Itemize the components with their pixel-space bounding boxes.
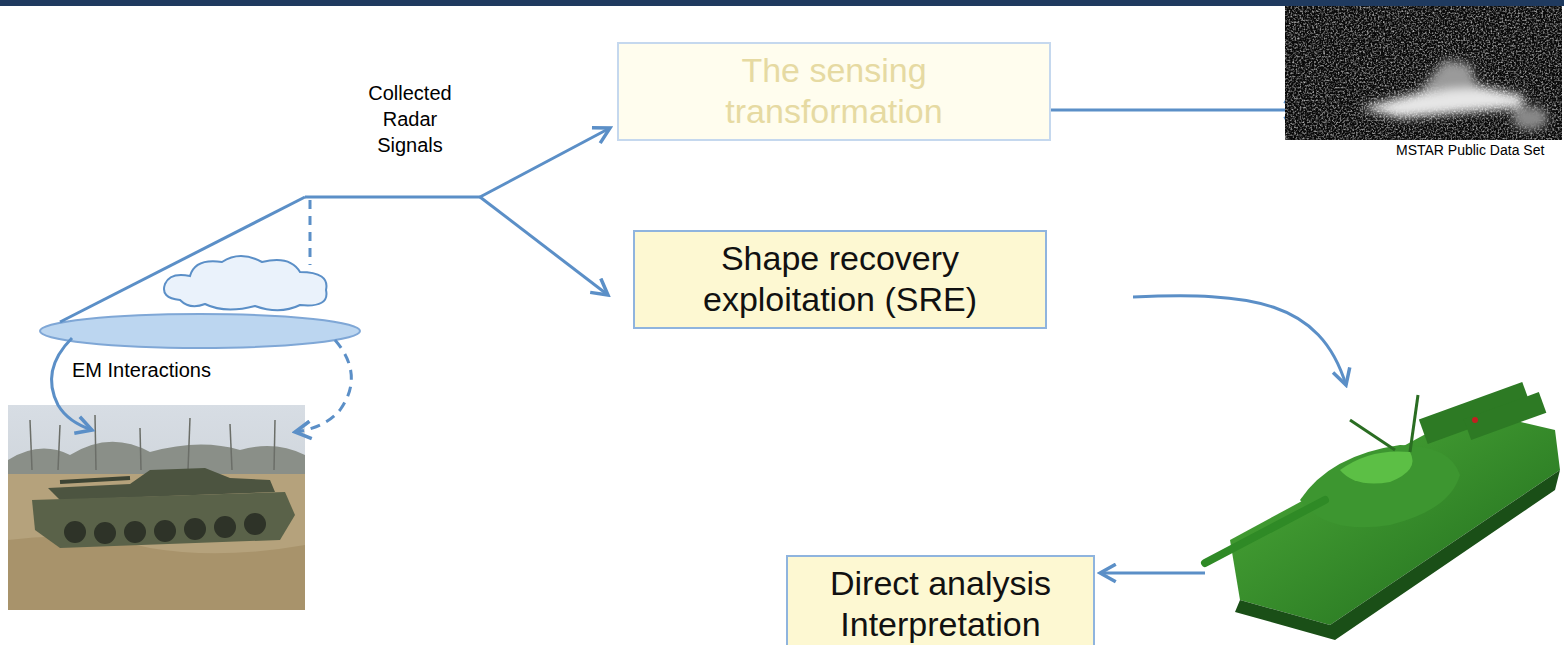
em-arrow xyxy=(52,338,92,430)
annotation-label: EM Interactions xyxy=(72,358,211,382)
cloud xyxy=(164,256,326,310)
box-text: The sensing transformation xyxy=(634,50,1034,133)
process-box: The sensing transformation xyxy=(617,42,1051,141)
branch-arrow xyxy=(480,128,610,197)
sar-image xyxy=(1285,6,1562,140)
box-text: Direct analysis Interpretation xyxy=(803,563,1078,645)
output-arrow xyxy=(1100,572,1205,575)
signal-line xyxy=(305,196,480,199)
box-text: Shape recovery exploitation (SRE) xyxy=(650,238,1030,321)
signal-line xyxy=(309,200,312,265)
branch-arrow xyxy=(480,197,608,295)
process-box: Shape recovery exploitation (SRE) xyxy=(633,230,1047,329)
output-arrow xyxy=(1133,296,1346,385)
process-box: Direct analysis Interpretation xyxy=(786,555,1095,645)
tank-photo xyxy=(8,405,305,610)
output-arrow xyxy=(1050,109,1300,112)
ground-plane xyxy=(40,314,360,348)
annotation-label: MSTAR Public Data Set xyxy=(1396,142,1544,159)
tank-model xyxy=(1205,382,1560,640)
title-bar xyxy=(0,0,1564,6)
em-arrow xyxy=(295,340,351,432)
annotation-label: Collected Radar Signals xyxy=(358,80,462,158)
